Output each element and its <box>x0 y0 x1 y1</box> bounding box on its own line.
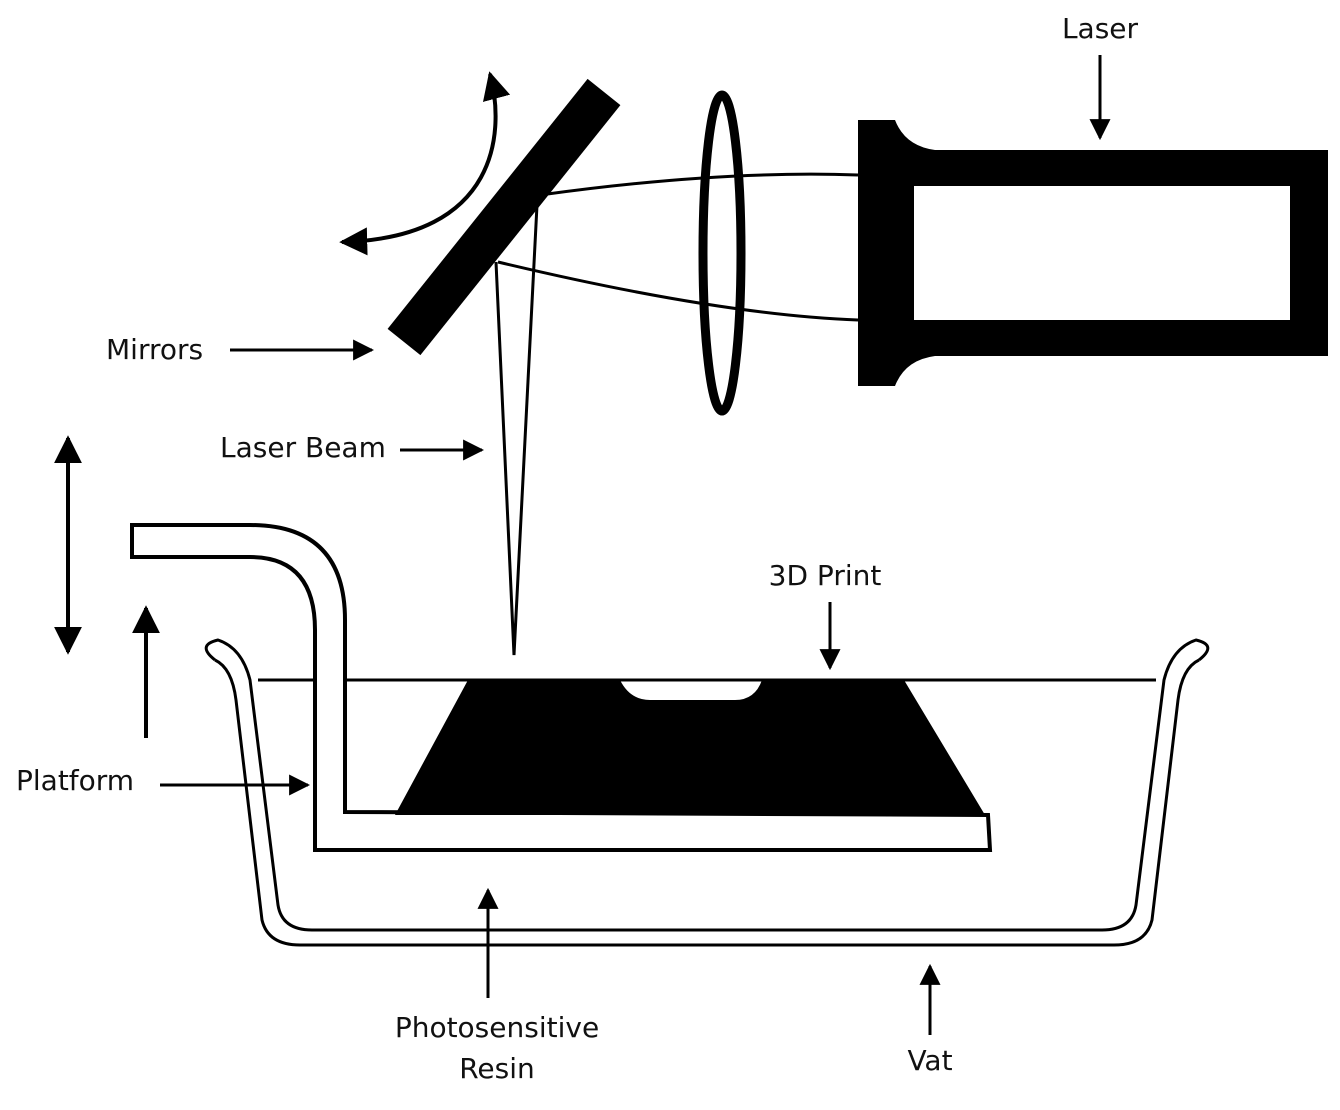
mirrors-label: Mirrors <box>106 333 203 366</box>
resin-label-line2: Resin <box>459 1052 535 1085</box>
resin-label-line1: Photosensitive <box>395 1011 599 1044</box>
platform <box>130 523 993 852</box>
3d-print-object <box>395 680 985 815</box>
laser-beam-upper <box>497 172 859 322</box>
platform-label: Platform <box>16 764 134 797</box>
3d-print-label: 3D Print <box>769 559 882 592</box>
laser-beam-cone <box>494 204 539 656</box>
laser-beam-label: Laser Beam <box>220 431 386 464</box>
mirror-rotation-arrow <box>339 71 511 256</box>
vat <box>204 638 1210 947</box>
vat-label: Vat <box>907 1044 952 1077</box>
lens <box>698 90 746 416</box>
laser-label: Laser <box>1062 12 1139 45</box>
laser-unit <box>858 120 1328 386</box>
mirror <box>387 78 621 356</box>
